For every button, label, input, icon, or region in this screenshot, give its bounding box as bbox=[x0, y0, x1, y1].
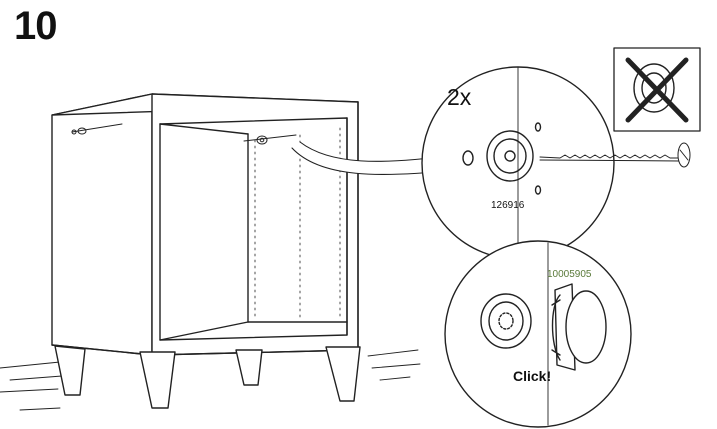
floor-lines bbox=[0, 349, 421, 411]
detail-circle-bottom bbox=[444, 240, 632, 428]
cabinet-legs bbox=[54, 345, 361, 409]
cam-part-number: 126916 bbox=[491, 200, 525, 211]
crossed-out-cam-icon bbox=[613, 47, 701, 132]
cabinet-screw-left bbox=[71, 123, 123, 135]
cabinet-screw-right bbox=[243, 134, 297, 145]
long-screw bbox=[539, 142, 691, 168]
cap-part-number: 10005905 bbox=[547, 269, 592, 280]
step-number: 10 bbox=[14, 4, 57, 48]
cover-cap bbox=[551, 283, 607, 371]
quantity-label: 2x bbox=[447, 84, 472, 110]
cabinet-frame bbox=[51, 93, 359, 356]
click-label: Click! bbox=[513, 368, 552, 384]
